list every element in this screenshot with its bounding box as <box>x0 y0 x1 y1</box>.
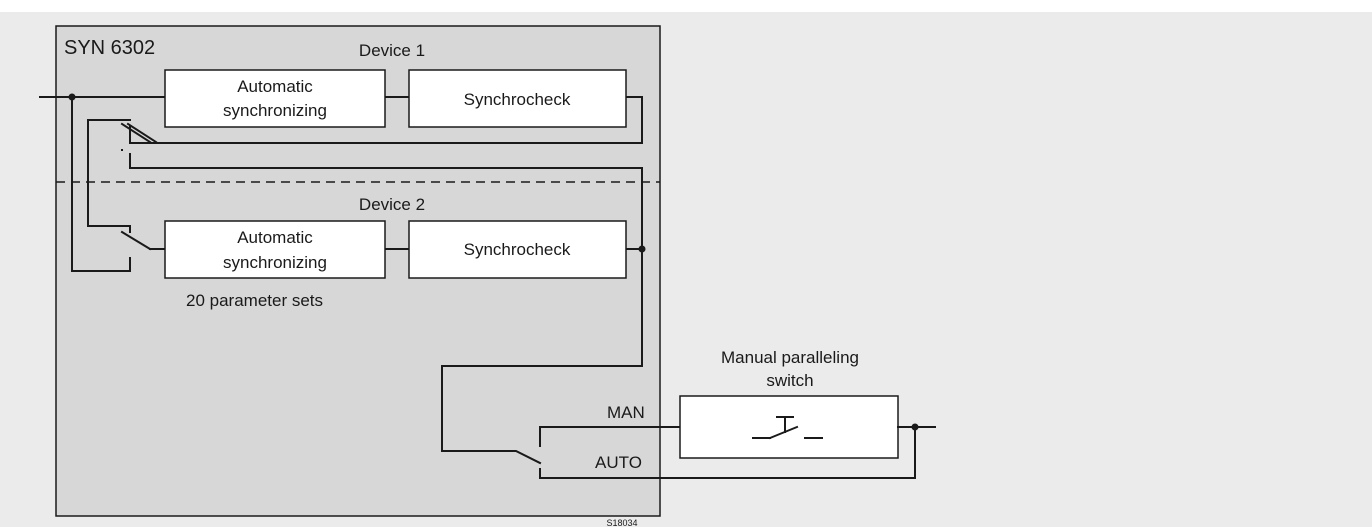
switch-blade-d1-top <box>120 122 152 144</box>
junction-input <box>68 93 76 101</box>
manual-switch-line1: Manual paralleling <box>721 348 859 367</box>
man-auto-selector <box>539 426 916 479</box>
d2-synchrocheck-label: Synchrocheck <box>464 240 571 259</box>
d1-synchrocheck-box <box>408 69 627 128</box>
device2-label: Device 2 <box>359 195 425 214</box>
d2-auto-sync-line1: Automatic <box>237 228 313 247</box>
d1-auto-sync-line2: synchronizing <box>223 101 327 120</box>
d1-auto-sync-line1: Automatic <box>237 77 313 96</box>
device1-label: Device 1 <box>359 41 425 60</box>
pushbutton-symbol-icon <box>752 416 823 440</box>
figure-code: S18034 <box>606 518 637 527</box>
d1-synchrocheck-label: Synchrocheck <box>464 90 571 109</box>
manual-switch-box <box>679 395 899 459</box>
junction-device2-output <box>638 245 646 253</box>
d2-synchrocheck-box <box>408 220 627 279</box>
d2-auto-sync-line2: synchronizing <box>223 253 327 272</box>
device2-wiring <box>71 225 643 465</box>
param-sets-label: 20 parameter sets <box>186 291 323 310</box>
d1-auto-sync-box <box>164 69 386 128</box>
manual-switch-line2: switch <box>766 371 813 390</box>
d2-auto-sync-box <box>164 220 386 279</box>
device-label: SYN 6302 <box>64 37 155 59</box>
man-label: MAN <box>607 403 645 422</box>
auto-label: AUTO <box>595 453 642 472</box>
